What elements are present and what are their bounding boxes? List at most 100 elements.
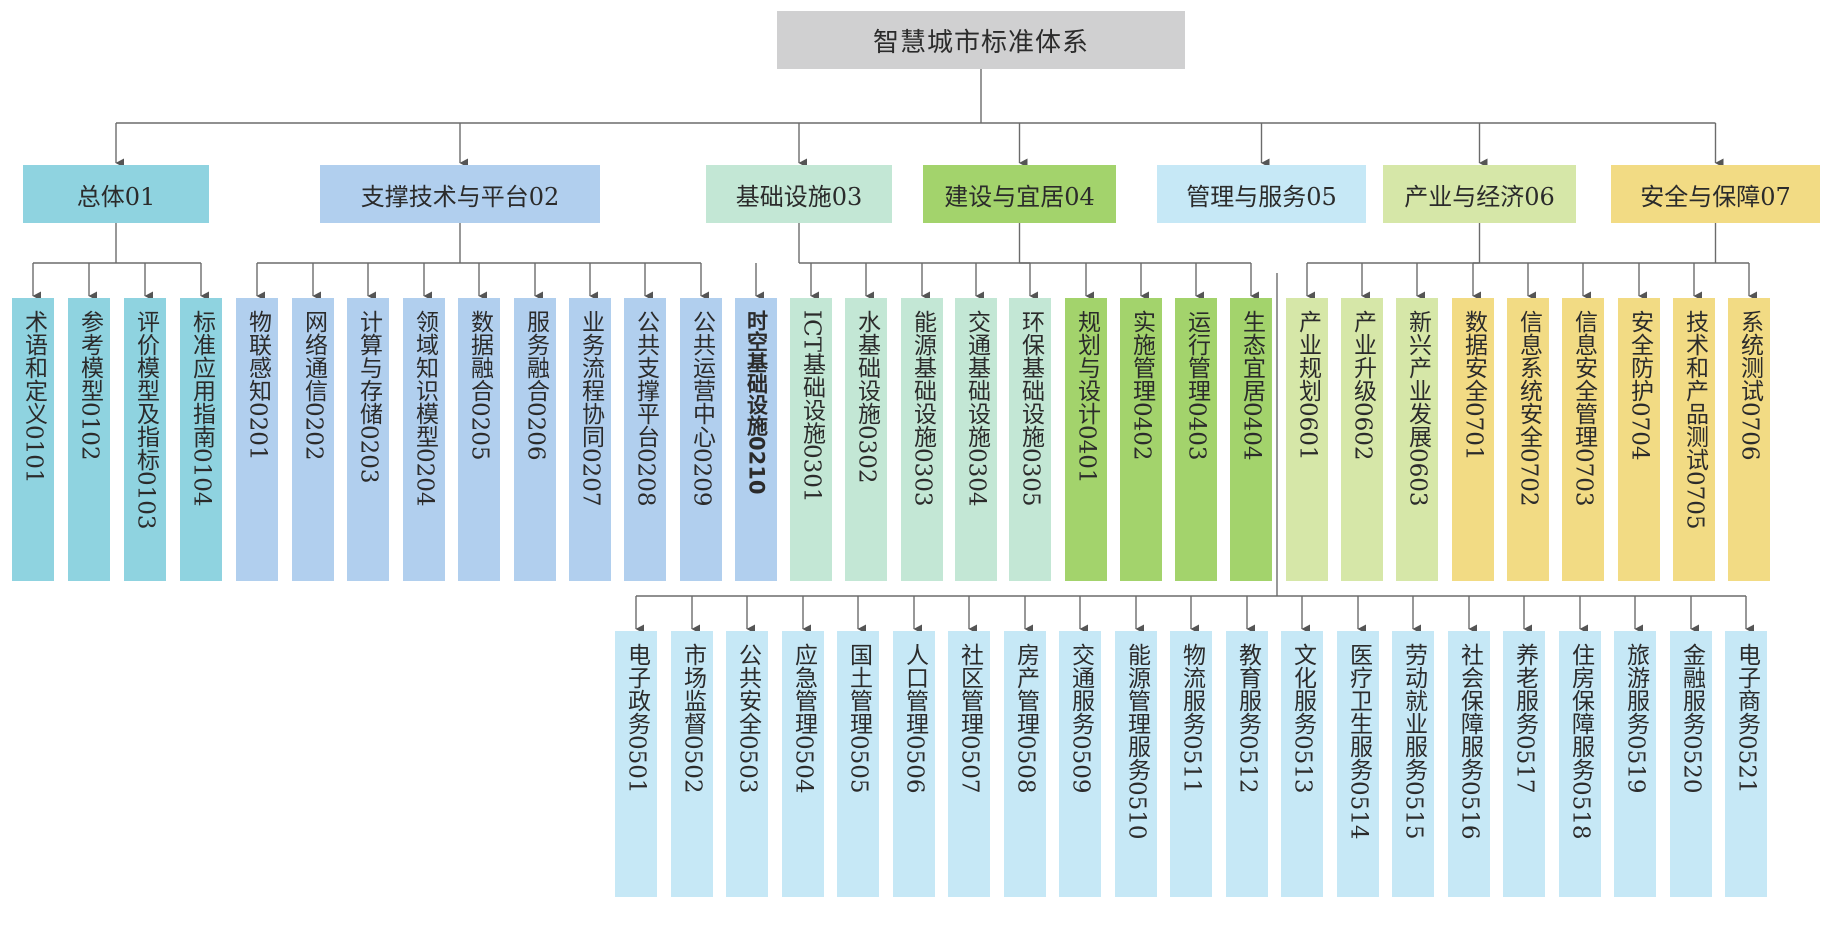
leaf-0403-label: 运行管理0403 [1183,310,1210,461]
leaf-0205-label: 数据融合0205 [466,310,493,461]
leaf-0504-label: 应急管理0504 [790,643,817,794]
leaf-0521: 电子商务0521 [1725,631,1767,897]
leaf-0513: 文化服务0513 [1281,631,1323,897]
leaf-0702-label: 信息系统安全0702 [1515,310,1542,507]
leaf-0519-label: 旅游服务0519 [1622,643,1649,794]
leaf-0204-label: 领域知识模型0204 [411,310,438,507]
leaf-0518-label: 住房保障服务0518 [1567,643,1594,840]
leaf-0511-label: 物流服务0511 [1178,643,1205,794]
leaf-0304: 交通基础设施0304 [955,298,997,581]
leaf-0601-label: 产业规划0601 [1294,310,1321,461]
leaf-0510-label: 能源管理服务0510 [1123,643,1150,840]
leaf-0705: 技术和产品测试0705 [1673,298,1715,581]
leaf-0305: 环保基础设施0305 [1009,298,1051,581]
leaf-0512-label: 教育服务0512 [1234,643,1261,794]
leaf-0209-label: 公共运营中心0209 [688,310,715,507]
category-c05: 管理与服务05 [1157,165,1366,223]
leaf-0514-label: 医疗卫生服务0514 [1345,643,1372,840]
leaf-0401: 规划与设计0401 [1065,298,1107,581]
leaf-0301-label: ICT基础设施0301 [798,310,825,503]
leaf-0201: 物联感知0201 [236,298,278,581]
leaf-0209: 公共运营中心0209 [680,298,722,581]
leaf-0701-label: 数据安全0701 [1460,310,1487,461]
leaf-0520: 金融服务0520 [1670,631,1712,897]
leaf-0511: 物流服务0511 [1170,631,1212,897]
leaf-0207: 业务流程协同0207 [569,298,611,581]
leaf-0303: 能源基础设施0303 [901,298,943,581]
leaf-0509: 交通服务0509 [1059,631,1101,897]
leaf-0602: 产业升级0602 [1341,298,1383,581]
leaf-0603-label: 新兴产业发展0603 [1404,310,1431,507]
leaf-0210: 时空基础设施0210 [735,298,777,581]
leaf-0502-label: 市场监督0502 [679,643,706,794]
leaf-0207-label: 业务流程协同0207 [577,310,604,507]
leaf-0521-label: 电子商务0521 [1733,643,1760,794]
leaf-0402-label: 实施管理0402 [1128,310,1155,461]
leaf-0304-label: 交通基础设施0304 [963,310,990,507]
category-c01: 总体01 [23,165,209,223]
category-c06: 产业与经济06 [1383,165,1576,223]
category-c07: 安全与保障07 [1611,165,1820,223]
leaf-0104: 标准应用指南0104 [180,298,222,581]
leaf-0104-label: 标准应用指南0104 [188,310,215,507]
leaf-0208: 公共支撑平台0208 [624,298,666,581]
leaf-0210-label: 时空基础设施0210 [744,310,769,495]
leaf-0505: 国土管理0505 [837,631,879,897]
leaf-0701: 数据安全0701 [1452,298,1494,581]
leaf-0101-label: 术语和定义0101 [20,310,47,484]
leaf-0206-label: 服务融合0206 [522,310,549,461]
leaf-0507: 社区管理0507 [948,631,990,897]
leaf-0704: 安全防护0704 [1618,298,1660,581]
category-c03: 基础设施03 [706,165,892,223]
category-c02: 支撑技术与平台02 [320,165,600,223]
leaf-0503-label: 公共安全0503 [734,643,761,794]
leaf-0704-label: 安全防护0704 [1626,310,1653,461]
leaf-0703: 信息安全管理0703 [1562,298,1604,581]
leaf-0404: 生态宜居0404 [1230,298,1272,581]
leaf-0703-label: 信息安全管理0703 [1570,310,1597,507]
leaf-0505-label: 国土管理0505 [845,643,872,794]
leaf-0205: 数据融合0205 [458,298,500,581]
leaf-0518: 住房保障服务0518 [1559,631,1601,897]
leaf-0401-label: 规划与设计0401 [1073,310,1100,484]
leaf-0305-label: 环保基础设施0305 [1017,310,1044,507]
leaf-0603: 新兴产业发展0603 [1396,298,1438,581]
leaf-0103: 评价模型及指标0103 [124,298,166,581]
leaf-0510: 能源管理服务0510 [1115,631,1157,897]
leaf-0502: 市场监督0502 [671,631,713,897]
leaf-0302: 水基础设施0302 [845,298,887,581]
leaf-0302-label: 水基础设施0302 [853,310,880,484]
leaf-0506-label: 人口管理0506 [901,643,928,794]
leaf-0508: 房产管理0508 [1004,631,1046,897]
leaf-0512: 教育服务0512 [1226,631,1268,897]
leaf-0404-label: 生态宜居0404 [1238,310,1265,461]
leaf-0517-label: 养老服务0517 [1511,643,1538,794]
leaf-0706: 系统测试0706 [1728,298,1770,581]
leaf-0602-label: 产业升级0602 [1349,310,1376,461]
leaf-0517: 养老服务0517 [1503,631,1545,897]
leaf-0402: 实施管理0402 [1120,298,1162,581]
leaf-0601: 产业规划0601 [1286,298,1328,581]
leaf-0202: 网络通信0202 [292,298,334,581]
root-node: 智慧城市标准体系 [777,11,1185,69]
leaf-0515: 劳动就业服务0515 [1392,631,1434,897]
leaf-0301: ICT基础设施0301 [790,298,832,581]
leaf-0501: 电子政务0501 [615,631,657,897]
leaf-0503: 公共安全0503 [726,631,768,897]
leaf-0202-label: 网络通信0202 [300,310,327,461]
leaf-0705-label: 技术和产品测试0705 [1681,310,1708,530]
leaf-0514: 医疗卫生服务0514 [1337,631,1379,897]
leaf-0516: 社会保障服务0516 [1448,631,1490,897]
leaf-0516-label: 社会保障服务0516 [1456,643,1483,840]
leaf-0203-label: 计算与存储0203 [355,310,382,484]
leaf-0101: 术语和定义0101 [12,298,54,581]
leaf-0513-label: 文化服务0513 [1289,643,1316,794]
leaf-0201-label: 物联感知0201 [244,310,271,461]
category-c04: 建设与宜居04 [923,165,1116,223]
leaf-0506: 人口管理0506 [893,631,935,897]
leaf-0509-label: 交通服务0509 [1067,643,1094,794]
leaf-0504: 应急管理0504 [782,631,824,897]
leaf-0702: 信息系统安全0702 [1507,298,1549,581]
